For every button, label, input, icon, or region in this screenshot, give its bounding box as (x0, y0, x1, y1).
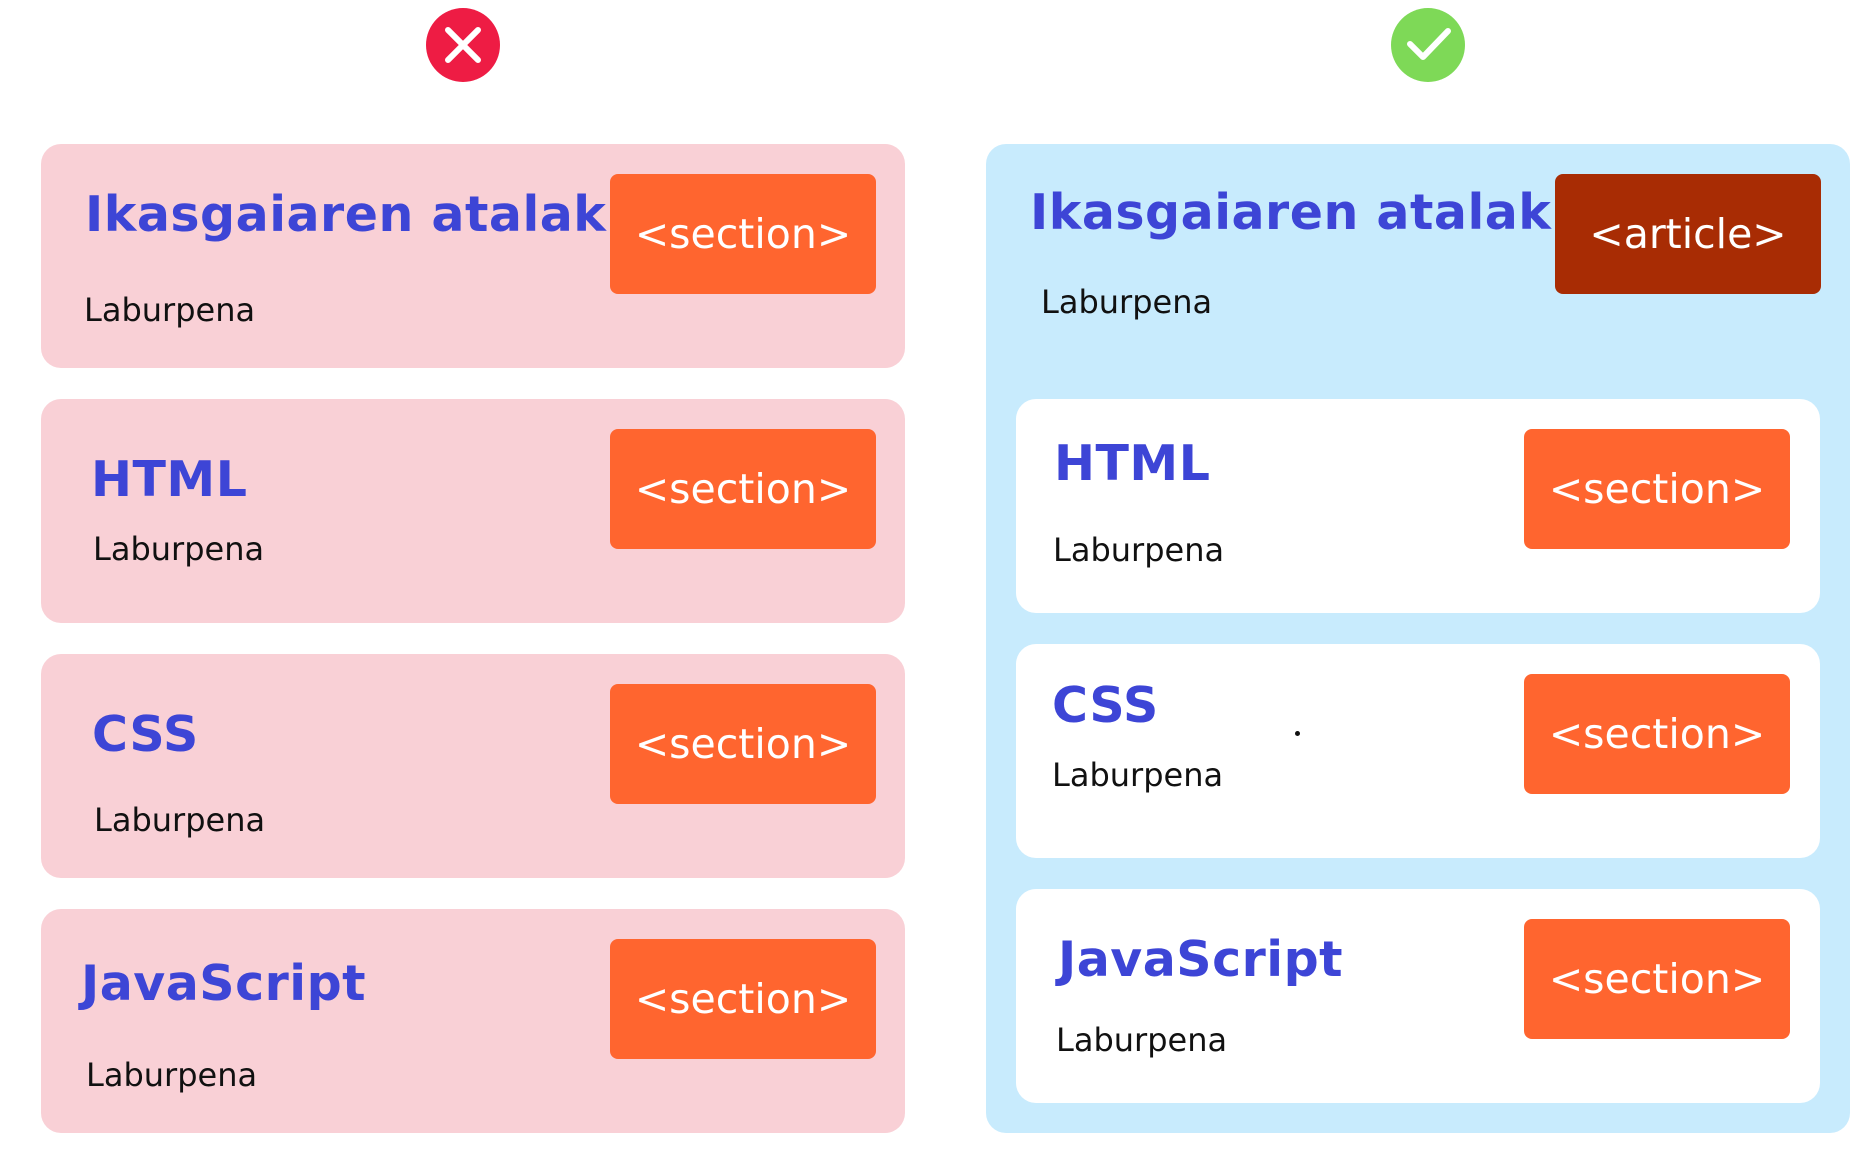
wrong-card-1: Ikasgaiaren atalak Laburpena <section> (41, 144, 905, 368)
section-tag: <section> (1524, 919, 1790, 1039)
section-card-3: JavaScript Laburpena <section> (1016, 889, 1820, 1103)
section-card-2: CSS Laburpena <section> (1016, 644, 1820, 858)
wrong-card-2: HTML Laburpena <section> (41, 399, 905, 623)
section-card-1: HTML Laburpena <section> (1016, 399, 1820, 613)
wrong-card-3: CSS Laburpena <section> (41, 654, 905, 878)
card-summary: Laburpena (1053, 531, 1225, 569)
card-summary: Laburpena (93, 530, 265, 568)
section-tag: <section> (610, 174, 876, 294)
check-circle-icon (1391, 8, 1465, 82)
card-title: CSS (1052, 677, 1159, 734)
card-summary: Laburpena (1052, 756, 1224, 794)
article-tag: <article> (1555, 174, 1821, 294)
section-tag: <section> (1524, 674, 1790, 794)
stray-dot (1295, 731, 1300, 736)
section-tag: <section> (610, 684, 876, 804)
card-title: JavaScript (1058, 931, 1344, 988)
article-summary: Laburpena (1041, 283, 1213, 321)
card-summary: Laburpena (86, 1056, 258, 1094)
section-tag: <section> (610, 939, 876, 1059)
card-title: HTML (91, 451, 248, 508)
article-title: Ikasgaiaren atalak (1030, 184, 1552, 241)
card-summary: Laburpena (94, 801, 266, 839)
article-container: Ikasgaiaren atalak Laburpena <article> H… (986, 144, 1850, 1133)
section-tag: <section> (1524, 429, 1790, 549)
card-title: Ikasgaiaren atalak (85, 186, 607, 243)
card-title: HTML (1054, 435, 1211, 492)
card-summary: Laburpena (84, 291, 256, 329)
card-title: JavaScript (81, 955, 367, 1012)
section-tag: <section> (610, 429, 876, 549)
card-title: CSS (92, 706, 199, 763)
x-circle-icon (426, 8, 500, 82)
wrong-card-4: JavaScript Laburpena <section> (41, 909, 905, 1133)
card-summary: Laburpena (1056, 1021, 1228, 1059)
